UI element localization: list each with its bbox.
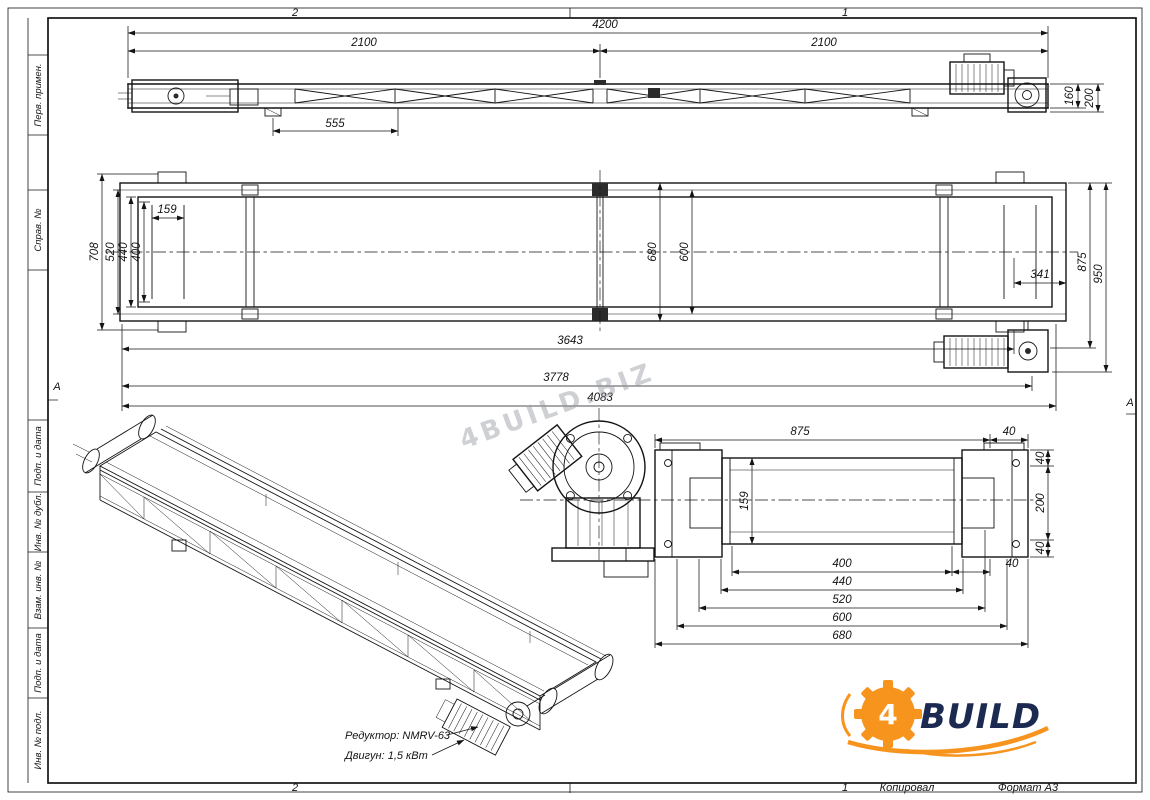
support-bracket	[264, 107, 282, 117]
sheet-frame: Перв. примен. Справ. № Подп. и дата Инв.…	[7, 7, 1143, 794]
logo-build-text: BUILD	[920, 697, 1041, 737]
dim-40-right-bottom: 40	[1035, 541, 1047, 554]
dim-680-detail: 680	[832, 630, 852, 642]
dim-520-detail: 520	[832, 594, 852, 606]
takeup-block	[229, 88, 259, 106]
dim-40-top: 40	[1003, 426, 1016, 438]
zone-number-bottom-right: 1	[842, 782, 848, 794]
dim-600-detail: 600	[832, 612, 852, 624]
stamp-label: Взам. инв. №	[33, 561, 44, 620]
logo-four: 4	[878, 698, 897, 731]
logo: 4 BUILD	[841, 680, 1049, 757]
dim-159-plan: 159	[157, 204, 177, 216]
note-motor: Двигун: 1,5 кВт	[343, 750, 428, 762]
drive-drum	[721, 457, 963, 545]
motor-terminal-box	[963, 53, 991, 63]
format-label: Формат А3	[998, 782, 1059, 794]
logo-swoosh-small	[905, 740, 1037, 757]
gearbox-iso	[505, 701, 531, 727]
dim-3643: 3643	[557, 335, 583, 347]
head-drum-iso	[538, 687, 558, 715]
motor-iso	[435, 698, 511, 756]
dim-3778: 3778	[543, 372, 569, 384]
dim-600-plan: 600	[679, 242, 691, 262]
stamp-label: Перв. примен.	[33, 63, 44, 126]
support-bracket	[911, 107, 929, 117]
dim-2100-right: 2100	[810, 37, 837, 49]
dim-200-right: 200	[1035, 493, 1047, 514]
zone-number-top-right: 1	[842, 7, 848, 19]
dim-4200: 4200	[592, 19, 618, 31]
dim-160: 160	[1064, 86, 1076, 106]
zone-number-top-left: 2	[291, 7, 298, 19]
dim-555: 555	[325, 118, 345, 130]
tail-pulley-block	[131, 79, 239, 113]
dim-159-detail: 159	[739, 491, 751, 511]
stamp-label: Справ. №	[33, 208, 44, 251]
dim-875-detail: 875	[790, 426, 810, 438]
detail-view: 159 875 40 40 200 40 400 40 440 520	[508, 408, 1054, 648]
motor-end-view	[508, 423, 583, 493]
plan-view: 159 400 440 520 708 680 600 341 875 950	[89, 170, 1112, 411]
dim-400-detail: 400	[832, 558, 852, 570]
logo-speedline	[841, 693, 852, 737]
dim-520-plan: 520	[105, 242, 117, 262]
dim-40-bottom: 40	[1006, 558, 1019, 570]
drive-motor-plan	[943, 335, 1009, 369]
stamp-label: Инв. № подл.	[33, 711, 44, 770]
isometric-view: Редуктор: NMRV-63 Двигун: 1,5 кВт	[72, 414, 614, 762]
dim-40-right-top: 40	[1035, 451, 1047, 464]
gearbox-flange	[552, 420, 646, 514]
dim-875-plan: 875	[1077, 252, 1089, 272]
stamp-label: Подп. и дата	[33, 633, 44, 692]
gearbox-housing	[565, 497, 641, 549]
bearing-plate-left	[654, 449, 723, 558]
dim-950-plan: 950	[1093, 264, 1105, 284]
stamp-label: Инв. № дубл.	[33, 493, 44, 551]
fold-marker-right: А	[1125, 397, 1133, 409]
zone-number-bottom-left: 2	[291, 782, 298, 794]
dim-400-plan: 400	[131, 242, 143, 262]
dim-341: 341	[1030, 269, 1049, 281]
dim-2100-left: 2100	[350, 37, 377, 49]
note-reducer: Редуктор: NMRV-63	[345, 730, 451, 742]
kopiroval-label: Копировал	[880, 782, 935, 794]
tail-drum-iso	[82, 448, 100, 474]
dim-680-plan: 680	[647, 242, 659, 262]
logo-swoosh	[847, 725, 1049, 755]
side-view: 4200 2100 2100 555 160 200	[118, 19, 1104, 136]
fold-marker-left: А	[52, 381, 60, 393]
stamp-label: Подп. и дата	[33, 426, 44, 485]
logo-gear-icon: 4	[854, 680, 922, 748]
dim-200: 200	[1084, 88, 1096, 109]
dim-708-plan: 708	[89, 242, 101, 262]
gearbox	[1007, 77, 1047, 113]
dim-4083: 4083	[587, 392, 613, 404]
tail-bearing	[167, 87, 185, 105]
dim-440-plan: 440	[118, 242, 130, 262]
dim-440-detail: 440	[832, 576, 852, 588]
